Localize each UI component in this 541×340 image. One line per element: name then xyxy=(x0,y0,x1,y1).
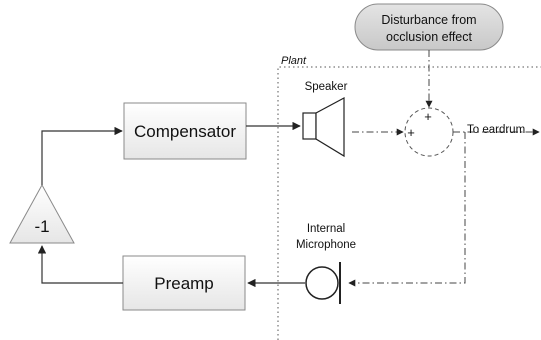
speaker-cone-icon xyxy=(315,96,345,158)
speaker-icon xyxy=(302,112,317,140)
compensator-label: Compensator xyxy=(134,122,236,141)
speaker-label: Speaker xyxy=(305,81,348,93)
compensator-block xyxy=(123,102,247,160)
plant-label: Plant xyxy=(281,55,307,67)
preamp-to-inverter-signal xyxy=(37,245,123,284)
eardrum-to-microphone-signal xyxy=(348,132,466,287)
internal-microphone-label-line2: Microphone xyxy=(296,239,356,251)
disturbance-label-line2: occlusion effect xyxy=(386,30,472,44)
inverter-block xyxy=(9,183,75,244)
inverter-to-compensator-signal xyxy=(41,126,123,185)
internal-microphone-label-line1: Internal xyxy=(307,223,345,235)
inverter-label: -1 xyxy=(34,217,49,236)
preamp-label: Preamp xyxy=(154,274,214,293)
sum-top-sign: + xyxy=(424,109,432,124)
microphone-icon xyxy=(305,266,339,300)
disturbance-label-line1: Disturbance from xyxy=(381,13,476,27)
to-eardrum-label: To eardrum xyxy=(467,124,525,136)
sum-left-sign: + xyxy=(407,125,415,140)
plant-boundary xyxy=(277,66,541,340)
